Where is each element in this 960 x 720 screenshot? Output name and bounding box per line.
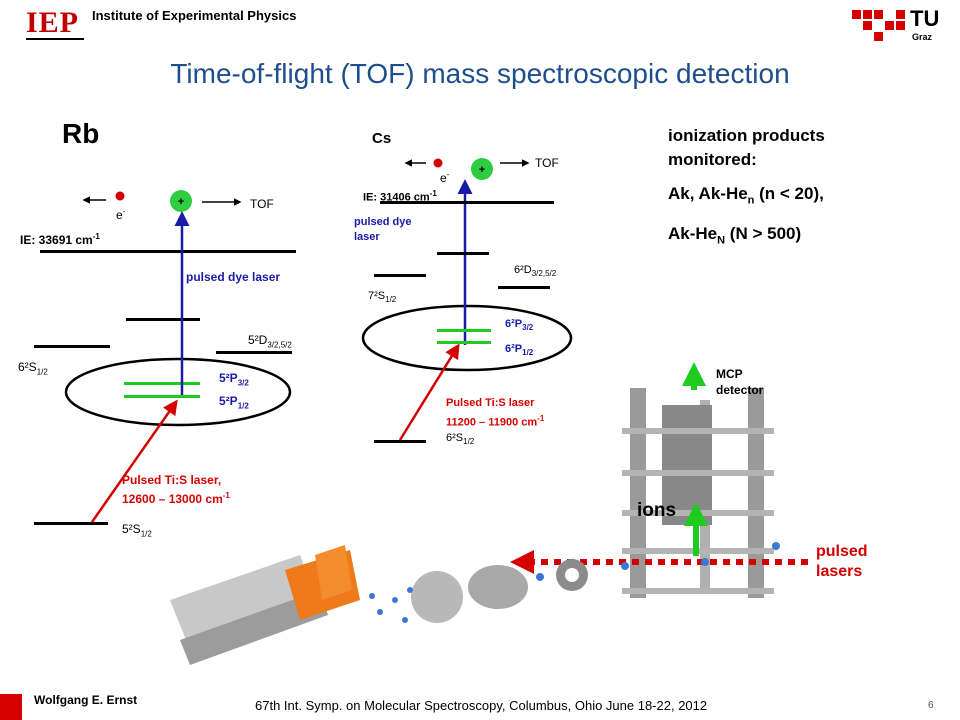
cs-tis-label: Pulsed Ti:S laser 11200 – 11900 cm-1 [446,397,545,429]
cs-tis-arrow [398,343,460,441]
rb-ground-level [34,522,108,525]
info-line-1: ionization products [668,126,825,145]
cs-6p12-label: 6²P1/2 [505,343,534,358]
institute-name: Institute of Experimental Physics [92,8,297,23]
cs-ion [471,158,493,180]
rb-tof-label: TOF [250,197,274,211]
cs-electron [433,158,443,168]
cs-label: Cs [372,130,392,147]
cs-ground-level [374,440,426,443]
svg-text:+: + [178,196,184,208]
cs-level-upper [437,252,489,255]
tu-graz-logo-icon [852,10,905,41]
svg-text:+: + [479,164,485,176]
rb-5d-label: 5²D3/2,5/2 [248,333,292,350]
cs-level-7s [374,274,426,277]
info-line-4: Ak-HeN (N > 500) [668,224,802,247]
rb-level-5d [216,351,292,354]
rb-level-5p32 [124,382,200,385]
rb-5p32-label: 5²P3/2 [219,371,249,388]
rb-tis-arrow [90,399,178,523]
info-line-2: monitored: [668,150,757,169]
cs-ie-level [380,201,554,204]
cs-p-ellipse [361,304,573,372]
cs-electron-label: e- [440,170,450,185]
cs-ground-label: 6²S1/2 [446,432,475,447]
rb-pulsed-dye-label: pulsed dye laser [186,270,281,284]
rb-p-ellipse [64,357,292,427]
cs-level-6p32 [437,329,491,332]
rb-electron [115,191,125,201]
rb-ie-label: IE: 33691 cm-1 [20,232,100,247]
footer-author: Wolfgang E. Ernst [34,693,138,707]
cs-7s-label: 7²S1/2 [368,290,397,305]
source-assembly [170,542,780,665]
cs-ie-label: IE: 31406 cm-1 [363,189,437,204]
info-block: ionization products monitored: Ak, Ak-He… [668,124,825,253]
cs-level-6d [498,286,550,289]
footer-page-number: 6 [928,700,934,711]
tu-graz-logo: TU Graz [852,4,952,46]
rb-5p12-label: 5²P1/2 [219,394,249,411]
iep-logo: IEP [26,4,86,40]
iep-logo-text: IEP [26,6,80,39]
rb-ion [170,190,192,212]
rb-ground-label: 5²S1/2 [122,522,152,539]
rb-level-5p12 [124,395,200,398]
cs-level-6p12 [437,341,491,344]
cs-6d-label: 6²D3/2,5/2 [514,264,557,279]
rb-electron-label: e- [116,207,126,222]
info-line-3: Ak, Ak-Hen (n < 20), [668,184,824,207]
rb-label: Rb [62,118,100,149]
tu-text: TU [910,6,940,31]
rb-ie-level [40,250,296,253]
rb-6s-label: 6²S1/2 [18,360,48,377]
footer-red-square [0,694,22,720]
footer-conference: 67th Int. Symp. on Molecular Spectroscop… [255,698,708,713]
rb-level-6s [34,345,110,348]
rb-level-upper [126,318,200,321]
rb-tis-label: Pulsed Ti:S laser, 12600 – 13000 cm-1 [122,473,230,506]
cs-6p32-label: 6²P3/2 [505,318,534,333]
page-title: Time-of-flight (TOF) mass spectroscopic … [170,58,790,89]
ions-label: ions [637,500,677,521]
cs-tof-label: TOF [535,156,559,170]
mcp-detector-stack [622,388,774,598]
graz-text: Graz [912,32,933,42]
